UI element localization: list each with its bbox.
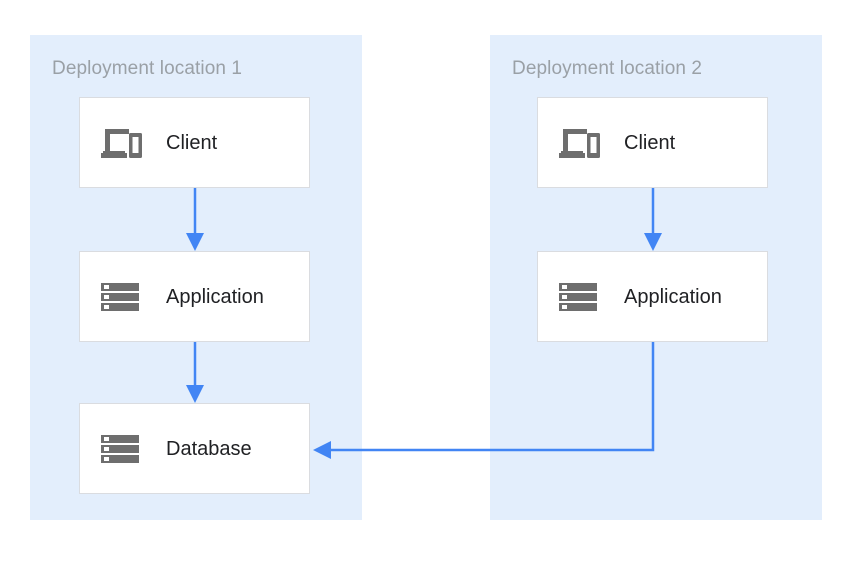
node-label: Client: [166, 131, 218, 154]
zone-1-label: Deployment location 1: [52, 58, 243, 79]
node-client-1[interactable]: Client: [79, 97, 310, 188]
node-application-2[interactable]: Application: [537, 251, 768, 342]
node-label: Database: [166, 437, 252, 460]
server-icon: [98, 274, 144, 320]
devices-icon: [98, 120, 144, 166]
node-label: Client: [624, 131, 676, 154]
node-label: Application: [166, 285, 264, 308]
devices-icon: [556, 120, 602, 166]
node-label: Application: [624, 285, 722, 308]
node-client-2[interactable]: Client: [537, 97, 768, 188]
node-database-1[interactable]: Database: [79, 403, 310, 494]
node-application-1[interactable]: Application: [79, 251, 310, 342]
zone-2-label: Deployment location 2: [512, 58, 703, 79]
server-icon: [98, 426, 144, 472]
server-icon: [556, 274, 602, 320]
